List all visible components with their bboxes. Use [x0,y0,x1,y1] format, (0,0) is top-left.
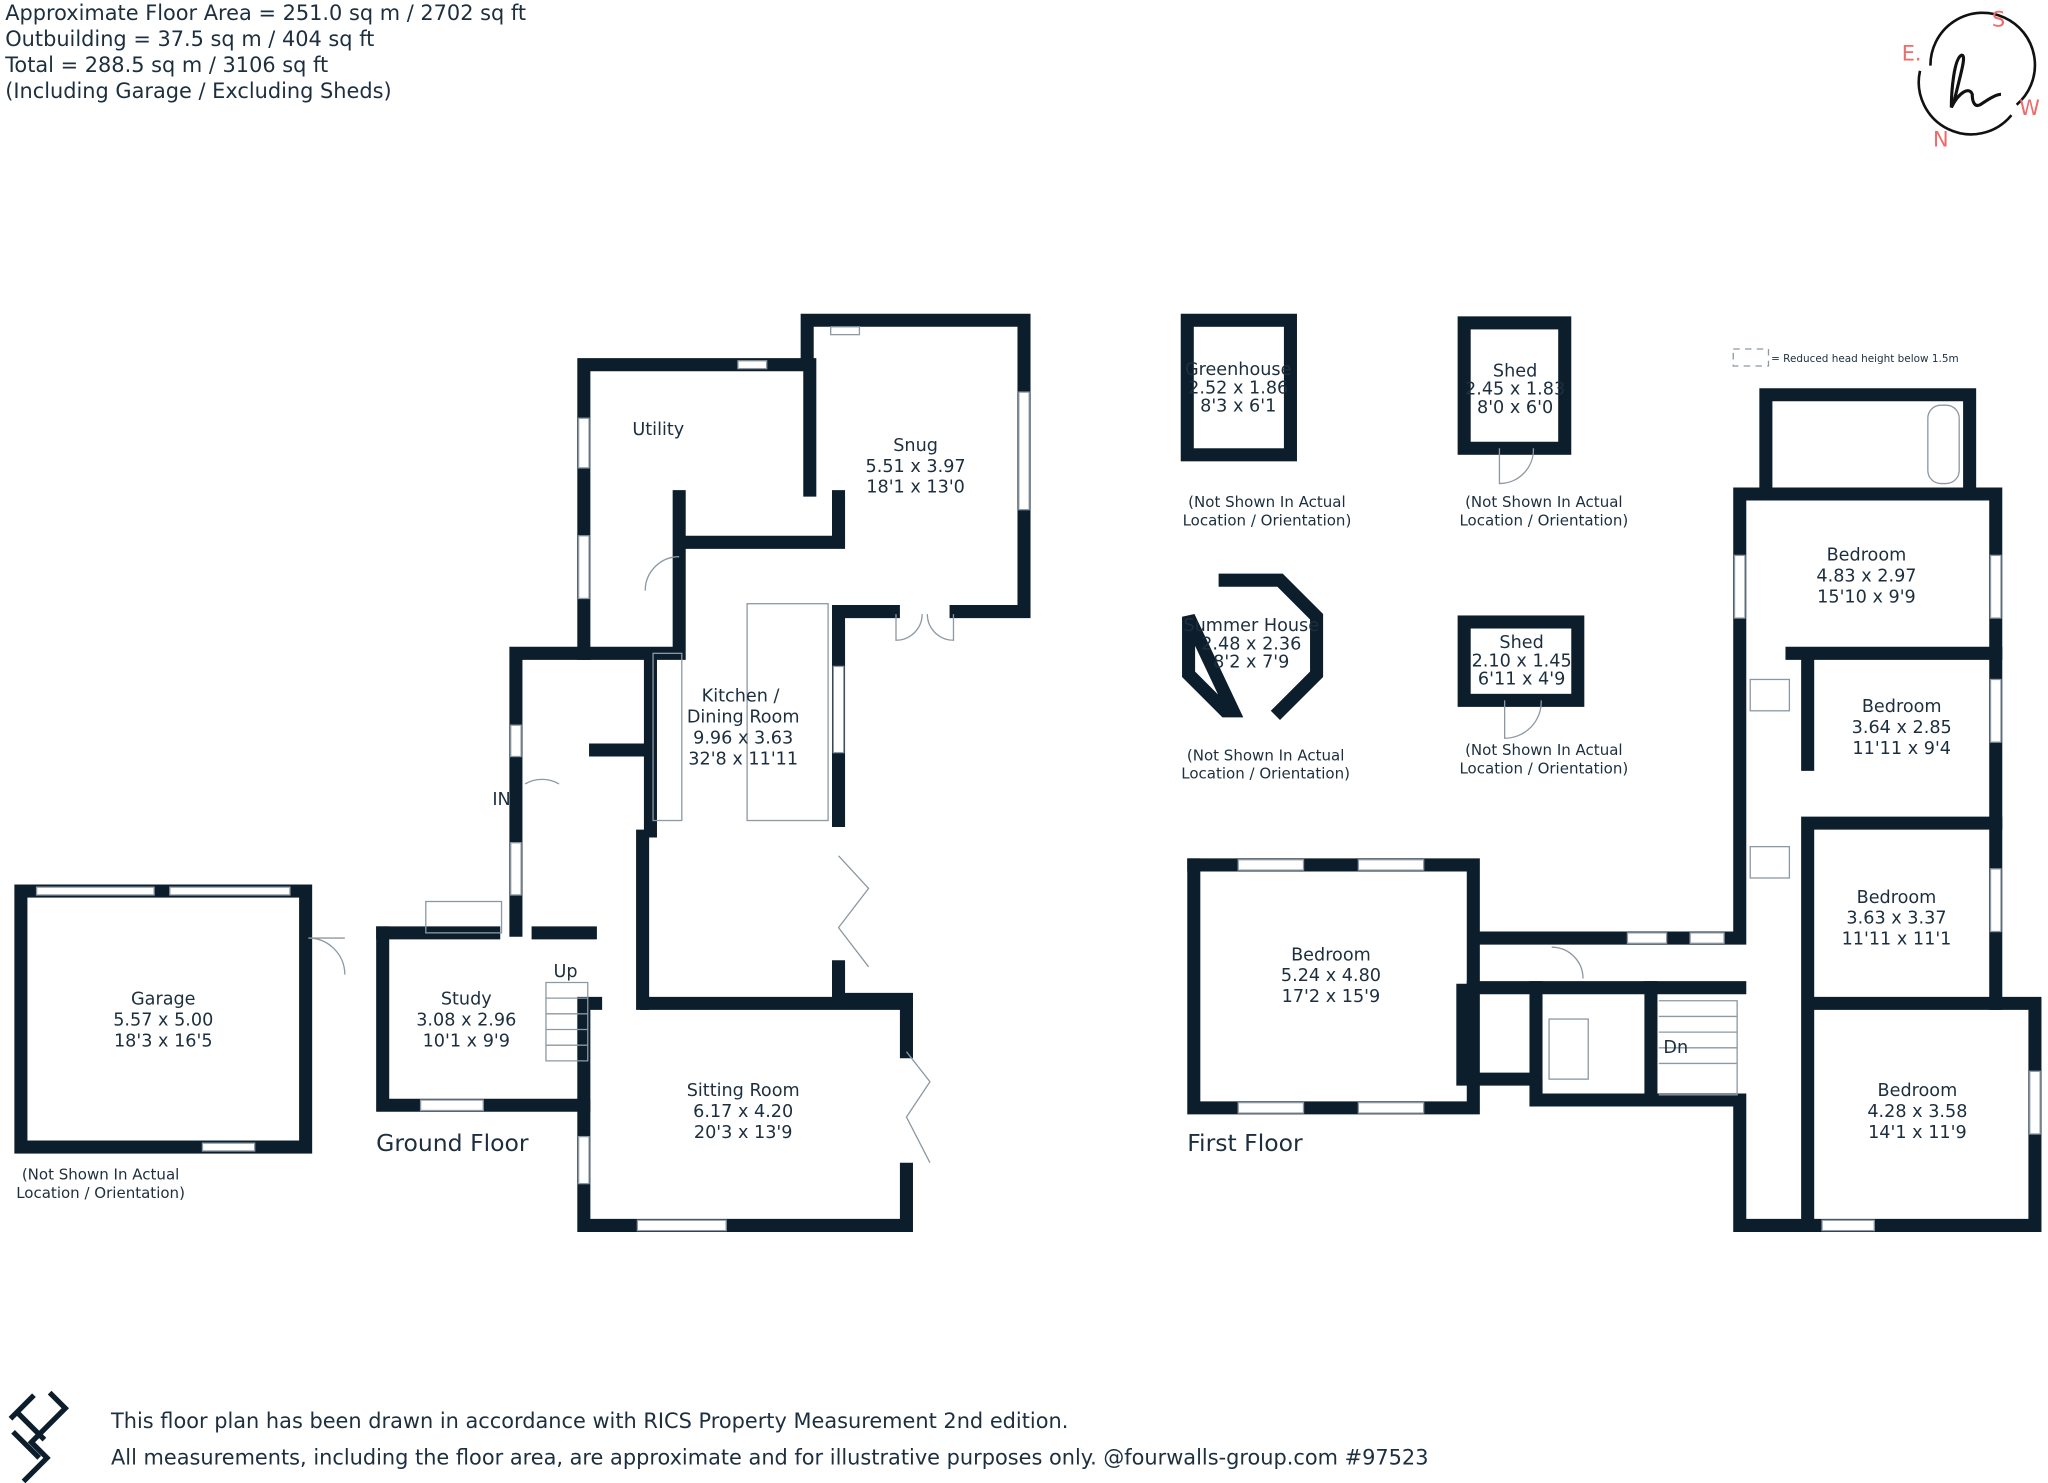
garage-note: Location / Orientation) [16,1184,185,1202]
bedroom-4-metric: 3.63 x 3.37 [1846,909,1946,929]
garage-metric: 5.57 x 5.00 [113,1011,213,1031]
summer-house-imperial: 8'2 x 7'9 [1213,653,1289,673]
compass-north: N [1933,128,1949,152]
garage-note: (Not Shown In Actual [22,1166,180,1184]
bedroom-2-metric: 4.83 x 2.97 [1816,567,1916,587]
summer-house-note: Location / Orientation) [1181,765,1350,783]
room-sitting-imperial: 20'3 x 13'9 [694,1123,793,1143]
bedroom-4-name: Bedroom [1857,888,1937,908]
bedroom-4-imperial: 11'11 x 11'1 [1842,930,1952,950]
greenhouse-metric: 2.52 x 1.86 [1188,378,1288,398]
summer-house-metric: 2.48 x 2.36 [1201,634,1301,654]
first-floor-label: First Floor [1187,1129,1303,1157]
room-kitchen-imperial: 32'8 x 11'11 [688,749,798,769]
bedroom-5-imperial: 14'1 x 11'9 [1868,1123,1967,1143]
footer: This floor plan has been drawn in accord… [8,1390,1428,1483]
room-snug-metric: 5.51 x 3.97 [866,457,966,477]
room-kitchen-name: Kitchen / [702,687,780,707]
summer-house-name: Summer House [1183,616,1319,636]
compass-south: S [1992,7,2005,31]
fourwalls-logo-icon [8,1390,70,1483]
room-study-metric: 3.08 x 2.96 [416,1011,516,1031]
signature-logo-icon [1949,53,2002,109]
shed-1-imperial: 8'0 x 6'0 [1477,398,1553,418]
room-kitchen-metric: 9.96 x 3.63 [693,728,793,748]
room-kitchen-name2: Dining Room [687,708,800,728]
compass-west: W [2019,96,2040,120]
bedroom-1-imperial: 17'2 x 15'9 [1282,987,1381,1007]
shed-2-name: Shed [1499,633,1543,653]
floor-area-text: Approximate Floor Area = 251.0 sq m / 27… [5,1,526,25]
shed-1-note: (Not Shown In Actual [1465,493,1623,511]
bedroom-3-imperial: 11'11 x 9'4 [1852,739,1951,759]
room-study-name: Study [441,990,492,1010]
shed-2-imperial: 6'11 x 4'9 [1478,670,1565,690]
compass-circle-icon [1917,11,2037,136]
area-note-text: (Including Garage / Excluding Sheds) [5,79,391,103]
reduced-height-swatch [1732,348,1770,367]
bedroom-3-name: Bedroom [1862,697,1942,717]
room-study-imperial: 10'1 x 9'9 [423,1031,510,1051]
greenhouse-imperial: 8'3 x 6'1 [1200,397,1276,417]
first-floor-walls [1187,388,2042,1232]
garage-imperial: 18'3 x 16'5 [114,1031,213,1051]
bedroom-5-name: Bedroom [1878,1081,1958,1101]
bedroom-3-metric: 3.64 x 2.85 [1852,718,1952,738]
summer-house-note: (Not Shown In Actual [1187,746,1345,764]
garage: Garage 5.57 x 5.00 18'3 x 16'5 (Not Show… [14,884,346,1202]
bedroom-1-metric: 5.24 x 4.80 [1281,966,1381,986]
outbuildings: Greenhouse 2.52 x 1.86 8'3 x 6'1 (Not Sh… [1180,313,1628,783]
bedroom-5-metric: 4.28 x 3.58 [1867,1102,1967,1122]
legend: = Reduced head height below 1.5m [1732,348,1959,367]
greenhouse-note: Location / Orientation) [1183,511,1352,529]
shed-1-name: Shed [1493,361,1537,381]
ground-floor-labels: Utility Snug 5.51 x 3.97 18'1 x 13'0 Kit… [376,420,965,1157]
room-utility-name: Utility [632,420,684,440]
room-sitting-metric: 6.17 x 4.20 [693,1102,793,1122]
shed-2-note: Location / Orientation) [1459,760,1628,778]
room-snug-name: Snug [893,436,938,456]
bedroom-2-name: Bedroom [1827,546,1907,566]
ground-floor-label: Ground Floor [376,1129,529,1157]
shed-2-note: (Not Shown In Actual [1465,741,1623,759]
outbuilding-area-text: Outbuilding = 37.5 sq m / 404 sq ft [5,27,374,51]
stairs-down-label: Dn [1663,1038,1688,1058]
greenhouse-name: Greenhouse [1185,360,1292,380]
garage-name: Garage [131,990,196,1010]
ground-floor-walls [376,313,1031,1232]
greenhouse-note: (Not Shown In Actual [1188,493,1346,511]
total-area-text: Total = 288.5 sq m / 3106 sq ft [4,53,328,77]
legend-text: = Reduced head height below 1.5m [1771,353,1959,365]
footer-rics-text: This floor plan has been drawn in accord… [110,1409,1068,1433]
compass-east: E. [1902,41,1922,65]
bedroom-2-imperial: 15'10 x 9'9 [1817,587,1916,607]
bedroom-1-name: Bedroom [1291,945,1371,965]
area-summary: Approximate Floor Area = 251.0 sq m / 27… [4,1,526,103]
shed-2-metric: 2.10 x 1.45 [1472,651,1572,671]
compass-logo: S E. W N [1902,7,2040,151]
room-snug-imperial: 18'1 x 13'0 [866,478,965,498]
stairs-up-label: Up [554,962,578,982]
first-floor-labels: Bedroom 5.24 x 4.80 17'2 x 15'9 Bedroom … [1187,546,1967,1157]
entrance-label: IN [492,790,510,810]
footer-disclaimer-text: All measurements, including the floor ar… [111,1445,1428,1469]
shed-1-metric: 2.45 x 1.83 [1465,380,1565,400]
room-sitting-name: Sitting Room [687,1081,800,1101]
shed-1-note: Location / Orientation) [1459,511,1628,529]
